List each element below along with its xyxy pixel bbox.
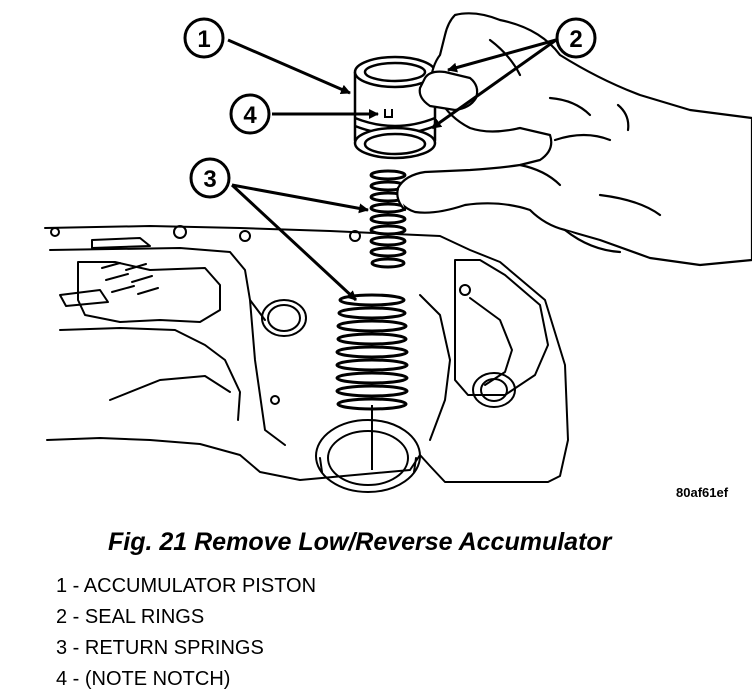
figure-caption: Fig. 21 Remove Low/Reverse Accumulator — [108, 528, 612, 556]
callout-2-label: 2 — [569, 26, 582, 53]
callout-3: 3 — [189, 157, 231, 199]
legend-list: 1 - ACCUMULATOR PISTON 2 - SEAL RINGS 3 … — [56, 571, 316, 695]
callout-1: 1 — [183, 17, 225, 59]
callout-arrows — [227, 38, 557, 302]
accumulator-illustration: 1 2 3 4 — [44, 12, 752, 493]
legend-item: 3 - RETURN SPRINGS — [56, 637, 264, 659]
image-reference-id: 80af61ef — [676, 485, 729, 500]
legend-item: 2 - SEAL RINGS — [56, 606, 205, 628]
callout-2: 2 — [555, 17, 597, 59]
callout-4-label: 4 — [243, 102, 257, 129]
callout-3-label: 3 — [203, 166, 216, 193]
callout-1-label: 1 — [197, 26, 210, 53]
accumulator-piston — [353, 55, 437, 160]
large-return-spring — [335, 293, 409, 470]
callout-4: 4 — [229, 93, 271, 135]
small-return-spring — [369, 169, 407, 269]
legend-item: 4 - (NOTE NOTCH) — [56, 668, 231, 690]
hands — [396, 12, 752, 267]
valve-body — [44, 225, 569, 493]
legend-item: 1 - ACCUMULATOR PISTON — [56, 575, 317, 597]
